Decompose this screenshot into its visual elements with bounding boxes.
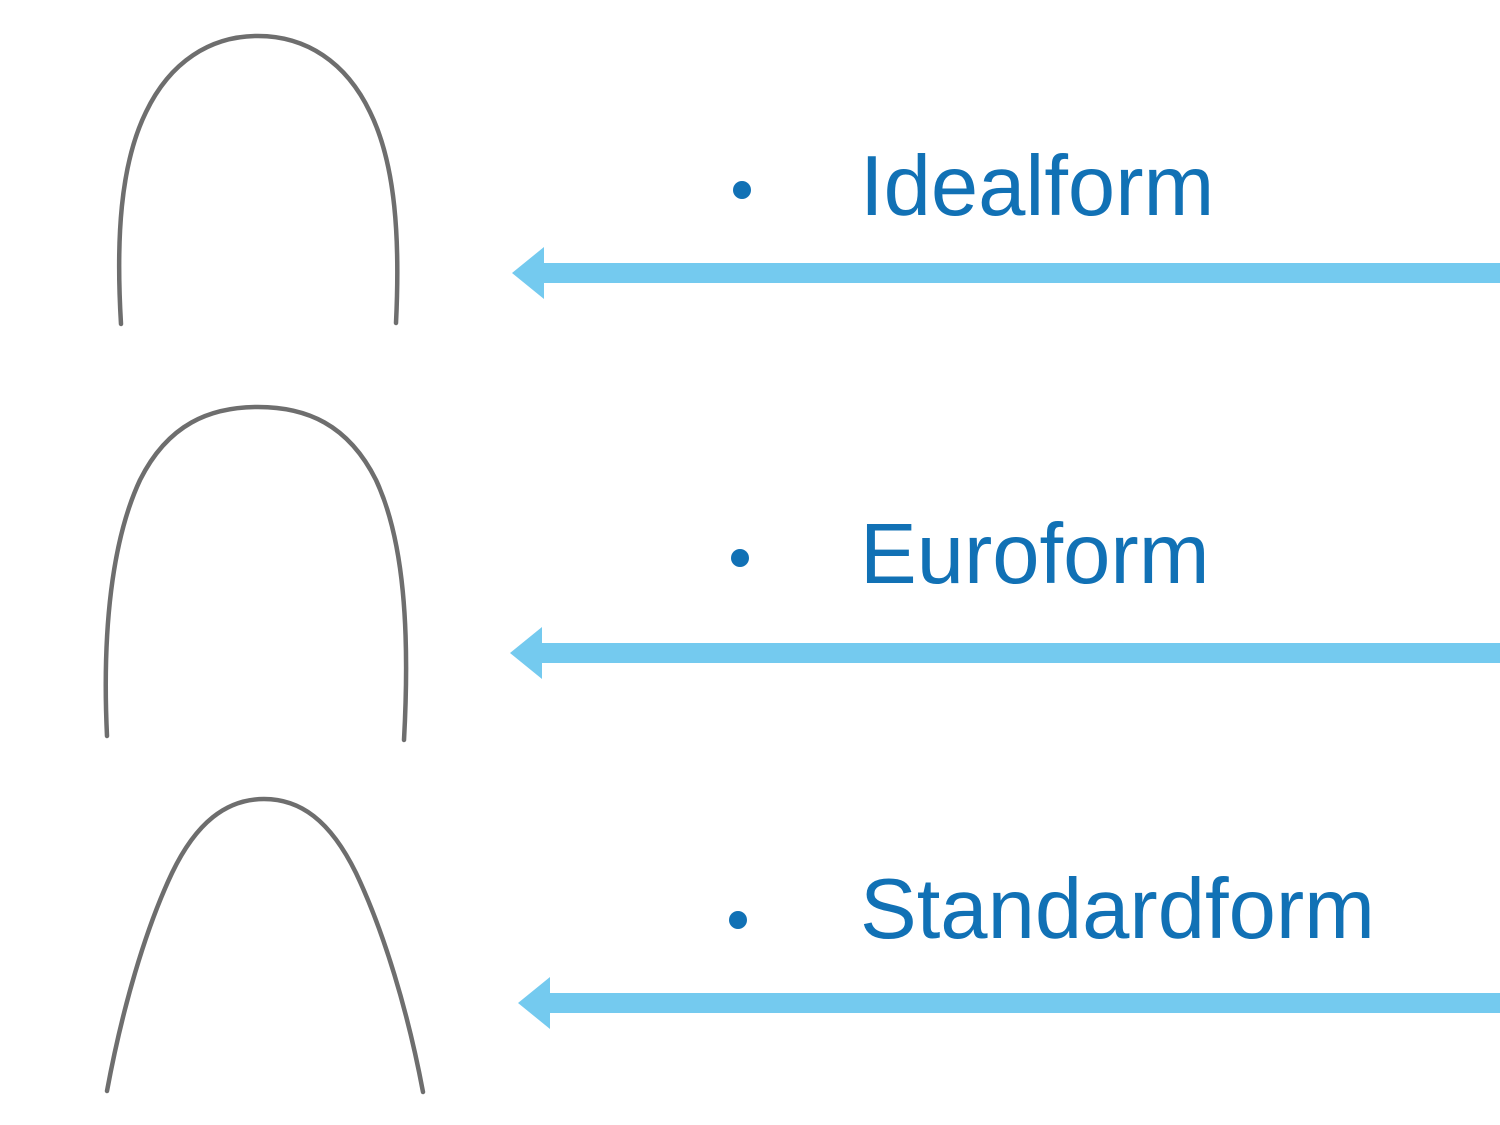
euroform-archwire (103, 404, 409, 743)
bullet-icon (733, 181, 751, 199)
standardform-label: Standardform (860, 862, 1375, 957)
idealform-archwire (116, 33, 400, 327)
bullet-icon (731, 549, 749, 567)
euroform-arrow-icon (510, 627, 1500, 679)
bullet-icon (729, 911, 747, 929)
idealform-label: Idealform (860, 139, 1215, 234)
idealform-arrow-icon (512, 247, 1500, 299)
standardform-arrow-icon (518, 977, 1500, 1029)
standardform-archwire (104, 796, 426, 1095)
euroform-label: Euroform (860, 507, 1210, 602)
